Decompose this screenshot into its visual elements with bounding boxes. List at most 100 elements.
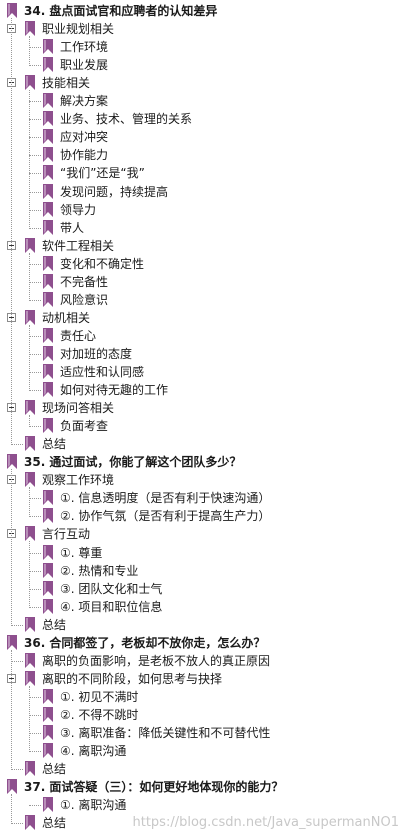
tree-item[interactable]: ②. 不得不跳时 (0, 706, 405, 724)
tree-item-label: 协作能力 (60, 148, 109, 163)
tree-item[interactable]: “我们”还是“我” (0, 164, 405, 182)
tree-item[interactable]: 如何对待无趣的工作 (0, 381, 405, 399)
tree-item-label: 总结 (42, 617, 67, 632)
bookmark-icon (25, 237, 35, 253)
tree-item[interactable]: 离职的负面影响，是老板不放人的真正原因 (0, 652, 405, 670)
tree-item[interactable]: 职业规划相关 (0, 20, 405, 38)
bookmark-icon (43, 57, 53, 73)
tree-item-label: 离职的不同阶段，如何思考与抉择 (42, 671, 223, 686)
tree-item[interactable]: 软件工程相关 (0, 237, 405, 255)
tree-item[interactable]: ①. 信息透明度（是否有利于快速沟通） (0, 489, 405, 507)
tree-connector (29, 227, 41, 229)
tree-item[interactable]: 现场问答相关 (0, 399, 405, 417)
tree-item-label: 离职的负面影响，是老板不放人的真正原因 (42, 653, 271, 668)
tree-item[interactable]: ②. 热情和专业 (0, 562, 405, 580)
tree-item-label: 应对冲突 (60, 130, 109, 145)
bookmark-icon (43, 165, 53, 181)
tree-item-label: ④. 项目和职位信息 (60, 599, 163, 614)
tree-item[interactable]: 总结 (0, 760, 405, 778)
bookmark-icon (43, 382, 53, 398)
tree-item-label: 发现问题，持续提高 (60, 184, 169, 199)
tree-connector (29, 191, 41, 193)
tree-item[interactable]: 业务、技术、管理的关系 (0, 110, 405, 128)
tree-connector (11, 444, 23, 446)
tree-item-label: 35. 通过面试，你能了解这个团队多少？ (24, 455, 242, 470)
bookmark-icon (43, 291, 53, 307)
tree-guide-line (29, 415, 30, 428)
tree-item-label: 业务、技术、管理的关系 (60, 112, 193, 127)
tree-item[interactable]: ③. 离职准备：降低关键性和不可替代性 (0, 724, 405, 742)
tree-item[interactable]: 发现问题，持续提高 (0, 183, 405, 201)
tree-item[interactable]: ①. 尊重 (0, 544, 405, 562)
bookmark-icon (43, 418, 53, 434)
tree-connector (29, 281, 41, 283)
bookmark-icon (25, 761, 35, 777)
tree-guide-line (29, 36, 30, 67)
tree-item[interactable]: 对加班的态度 (0, 345, 405, 363)
bookmark-icon (25, 309, 35, 325)
tree-item[interactable]: 解决方案 (0, 92, 405, 110)
bookmark-icon (43, 797, 53, 813)
tree-item-label: 总结 (42, 816, 67, 831)
tree-item[interactable]: 离职的不同阶段，如何思考与抉择 (0, 670, 405, 688)
tree-item[interactable]: 观察工作环境 (0, 471, 405, 489)
bookmark-icon (43, 562, 53, 578)
tree-item[interactable]: 总结 (0, 616, 405, 634)
tree-guide-line (11, 18, 12, 446)
tree-connector (29, 606, 41, 608)
tree-connector (29, 588, 41, 590)
tree-connector (29, 516, 41, 518)
tree-item[interactable]: 技能相关 (0, 74, 405, 92)
tree-item[interactable]: ④. 项目和职位信息 (0, 598, 405, 616)
tree-guide-line (29, 252, 30, 301)
tree-item-label: ①. 信息透明度（是否有利于快速沟通） (60, 491, 271, 506)
tree-item[interactable]: 36. 合同都签了，老板却不放你走，怎么办？ (0, 634, 405, 652)
tree-connector (29, 426, 41, 428)
tree-item[interactable]: 职业发展 (0, 56, 405, 74)
bookmark-icon (25, 526, 35, 542)
tree-item[interactable]: 领导力 (0, 201, 405, 219)
bookmark-icon (43, 743, 53, 759)
tree-item[interactable]: 37. 面试答疑（三）：如何更好地体现你的能力？ (0, 778, 405, 796)
tree-item[interactable]: ①. 离职沟通 (0, 796, 405, 814)
tree-item[interactable]: 带人 (0, 219, 405, 237)
tree-item-label: 解决方案 (60, 94, 109, 109)
tree-item[interactable]: 变化和不确定性 (0, 255, 405, 273)
tree-item[interactable]: ①. 初见不满时 (0, 688, 405, 706)
watermark-text: https://blog.csdn.net/Java_supermanNO1 (132, 815, 400, 830)
tree-connector (29, 372, 41, 373)
tree-item[interactable]: ②. 协作气氛（是否有利于提高生产力） (0, 507, 405, 525)
tree-item[interactable]: 适应性和认同感 (0, 363, 405, 381)
tree-item[interactable]: 协作能力 (0, 146, 405, 164)
tree-item[interactable]: 总结 (0, 814, 405, 832)
tree-item[interactable]: 言行互动 (0, 525, 405, 543)
tree-item-label: 软件工程相关 (42, 238, 115, 253)
bookmark-icon (43, 725, 53, 740)
tree-connector (29, 335, 41, 337)
tree-item-label: 带人 (60, 220, 85, 235)
tree-item[interactable]: 责任心 (0, 327, 405, 345)
bookmark-icon (43, 39, 53, 55)
tree-connector (29, 498, 41, 500)
tree-item[interactable]: 35. 通过面试，你能了解这个团队多少？ (0, 453, 405, 471)
tree-item[interactable]: 负面考查 (0, 417, 405, 435)
tree-item[interactable]: 不完备性 (0, 273, 405, 291)
bookmark-icon (43, 273, 53, 289)
tree-item[interactable]: 34. 盘点面试官和应聘者的认知差异 (0, 2, 405, 20)
tree-connector (29, 65, 41, 67)
bookmark-icon (43, 580, 53, 596)
tree-item[interactable]: 总结 (0, 435, 405, 453)
tree-item[interactable]: ③. 团队文化和士气 (0, 580, 405, 598)
bookmark-icon (43, 183, 53, 199)
tree-connector (11, 823, 23, 825)
tree-item[interactable]: ④. 离职沟通 (0, 742, 405, 760)
tree-connector (29, 47, 41, 49)
tree-item[interactable]: 动机相关 (0, 309, 405, 327)
tree-guide-line (29, 487, 30, 518)
tree-item[interactable]: 工作环境 (0, 38, 405, 56)
tree-guide-line (29, 685, 30, 753)
tree-item[interactable]: 风险意识 (0, 291, 405, 309)
bookmark-icon (25, 472, 35, 488)
tree-item[interactable]: 应对冲突 (0, 128, 405, 146)
